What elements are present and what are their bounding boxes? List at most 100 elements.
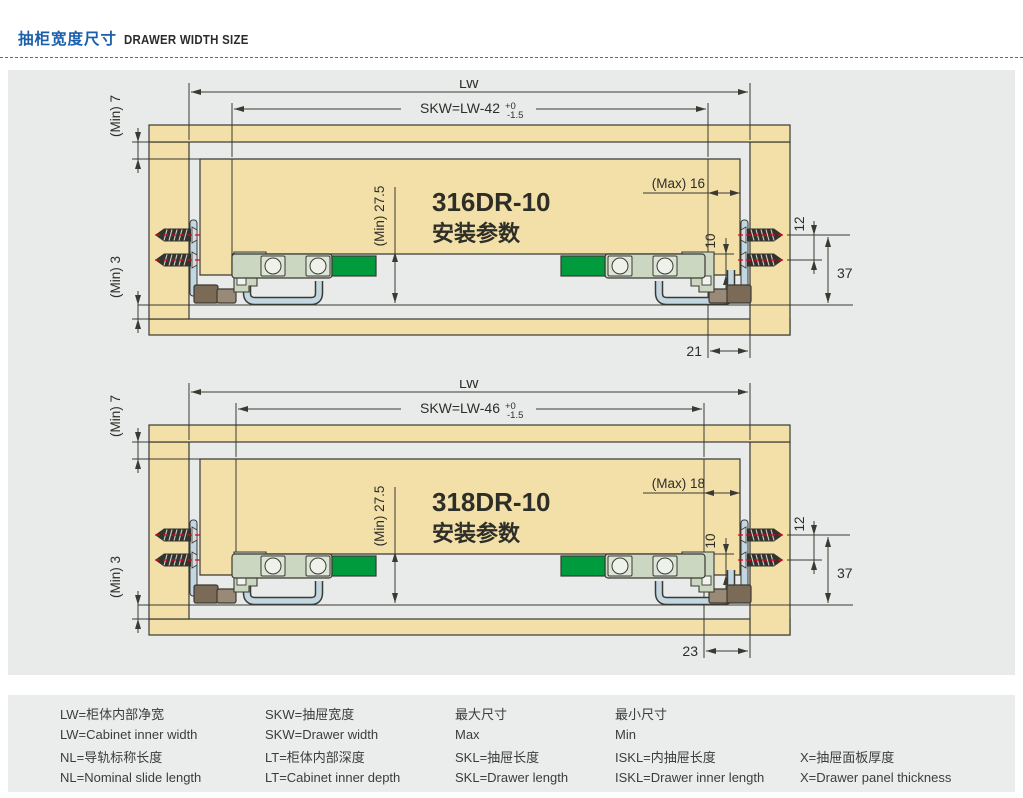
dim-min-top-label: (Min) 7	[108, 95, 123, 137]
right-roller-wheel-2	[656, 557, 674, 575]
dim-lw-label: LW	[459, 80, 480, 91]
legend-item-cn: LT=柜体内部深度	[265, 750, 365, 765]
left-roller-wheel-1	[264, 557, 282, 575]
right-screw-bottom	[738, 551, 785, 569]
left-stop-block-small	[216, 588, 237, 604]
right-screw-bottom	[738, 251, 785, 269]
legend-item-en: ISKL=Drawer inner length	[615, 770, 765, 785]
left-screw-bottom	[153, 251, 200, 269]
legend-item-cn: NL=导轨标称长度	[60, 750, 163, 765]
dim-skw-label: SKW=LW-46	[420, 400, 500, 416]
legend-item-en: NL=Nominal slide length	[60, 770, 202, 785]
screw-head	[740, 226, 747, 244]
dim-skw-tolerance-top: +0	[505, 101, 516, 112]
screw-thread	[183, 529, 188, 541]
right-screw-top	[738, 226, 785, 244]
right-roller-wheel-1	[611, 557, 629, 575]
legend-item-cn: ISKL=内抽屉长度	[615, 750, 716, 765]
right-slide-green-member	[560, 555, 606, 577]
screw-thread	[750, 254, 755, 266]
model-label: 316DR-10	[432, 187, 551, 217]
dim-side-label: 37	[837, 565, 853, 581]
dim-offset-label: 10	[703, 233, 718, 248]
dim-screw-gap-label: 12	[792, 516, 807, 531]
right-roller-wheel-1	[611, 257, 629, 275]
dim-min-bottom-label: (Min) 3	[108, 556, 123, 598]
screw-thread	[183, 229, 188, 241]
dim-bottom-offset-label: 21	[686, 343, 702, 359]
dim-max-label: (Max) 18	[652, 476, 705, 491]
right-bracket-notch	[701, 275, 712, 286]
left-hook-rail	[244, 570, 322, 604]
right-stop-block	[726, 584, 752, 604]
screw-head	[191, 251, 198, 269]
dim-screw-gap-label: 12	[792, 216, 807, 231]
screw-thread	[168, 554, 173, 566]
left-roller-wheel-2	[309, 557, 327, 575]
legend-item-en: SKL=Drawer length	[455, 770, 569, 785]
page-title-en: DRAWER WIDTH SIZE	[124, 32, 249, 47]
dim-offset-label: 10	[703, 533, 718, 548]
page-title: 抽柜宽度尺寸 DRAWER WIDTH SIZE	[18, 27, 266, 49]
screw-thread	[765, 529, 770, 541]
dim-skw-tolerance-top: +0	[505, 401, 516, 412]
dim-lw-label: LW	[459, 380, 480, 391]
legend-item-cn: 最大尺寸	[455, 707, 508, 722]
legend-item-cn: 最小尺寸	[615, 707, 668, 722]
left-stop-block	[193, 284, 219, 304]
screw-thread	[765, 554, 770, 566]
right-stop-block	[726, 284, 752, 304]
left-hook-rail	[244, 270, 322, 304]
dim-min-bottom-label: (Min) 3	[108, 256, 123, 298]
screw-thread	[750, 229, 755, 241]
screw-thread	[183, 254, 188, 266]
header-divider	[0, 57, 1023, 58]
screw-thread	[750, 529, 755, 541]
right-roller-wheel-2	[656, 257, 674, 275]
page-title-cn: 抽柜宽度尺寸	[18, 31, 118, 48]
screw-head	[740, 551, 747, 569]
screw-thread	[168, 254, 173, 266]
legend-item: X=抽屉面板厚度 X=Drawer panel thickness	[800, 748, 951, 788]
screw-head	[740, 251, 747, 269]
dim-bottom-offset-label: 23	[682, 643, 698, 659]
left-screw-top	[153, 226, 200, 244]
legend-item: SKW=抽屉宽度 SKW=Drawer width	[265, 705, 378, 745]
left-roller-wheel-1	[264, 257, 282, 275]
dim-skw-tolerance-bottom: -1.5	[507, 410, 523, 421]
legend-item-cn: X=抽屉面板厚度	[800, 750, 895, 765]
legend-item-en: SKW=Drawer width	[265, 727, 379, 742]
left-slide-green-member	[331, 555, 377, 577]
legend-item-en: LW=Cabinet inner width	[60, 727, 198, 742]
legend-item-cn: SKW=抽屉宽度	[265, 707, 355, 722]
dim-max-label: (Max) 16	[652, 176, 705, 191]
legend-item-cn: SKL=抽屉长度	[455, 750, 540, 765]
screw-thread	[750, 554, 755, 566]
legend-item-en: X=Drawer panel thickness	[800, 770, 952, 785]
dim-side-label: 37	[837, 265, 853, 281]
right-bracket-notch	[701, 575, 712, 586]
screw-thread	[183, 554, 188, 566]
screw-head	[191, 551, 198, 569]
right-slide-green-member	[560, 255, 606, 277]
legend-item-en: Min	[615, 727, 636, 742]
left-slide-green-member	[331, 255, 377, 277]
left-screw-top	[153, 526, 200, 544]
dim-min-height-label: (Min) 27.5	[372, 486, 387, 547]
right-screw-top	[738, 526, 785, 544]
left-stop-block	[193, 584, 219, 604]
legend-item: SKL=抽屉长度 SKL=Drawer length	[455, 748, 568, 788]
legend-item-en: Max	[455, 727, 480, 742]
screw-head	[191, 526, 198, 544]
cabinet-bottom-panel	[148, 618, 791, 636]
dim-min-height-label: (Min) 27.5	[372, 186, 387, 247]
dim-min-top-label: (Min) 7	[108, 395, 123, 437]
cabinet-bottom-panel	[148, 318, 791, 336]
